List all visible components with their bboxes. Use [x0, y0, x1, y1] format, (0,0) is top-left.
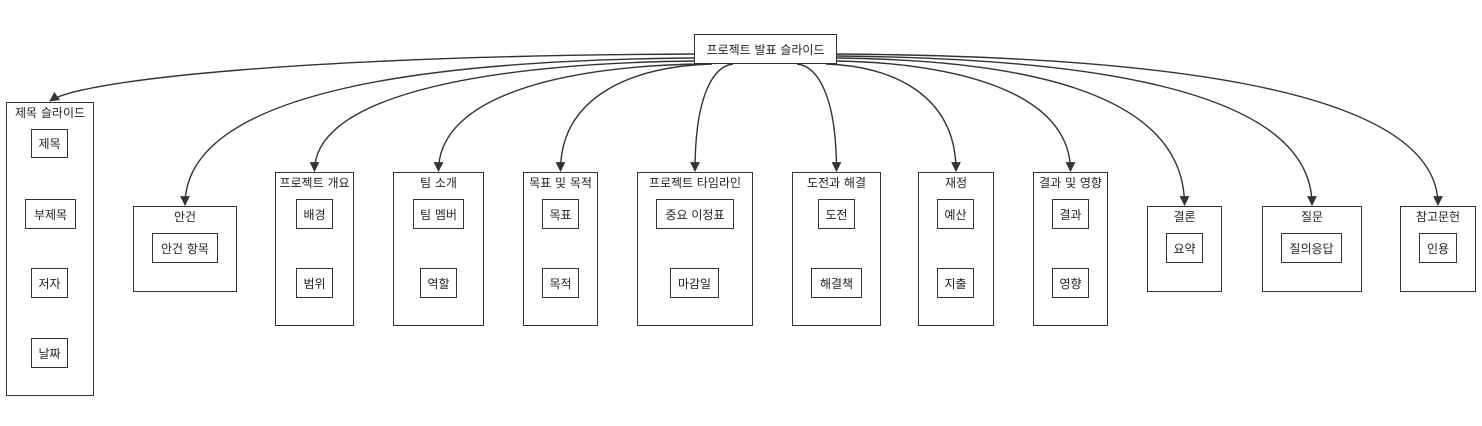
item-node: 목표: [542, 199, 579, 229]
item-node: 예산: [937, 199, 974, 229]
edge-root-to-group-4: [555, 63, 713, 172]
group-6: 도전과 해결: [792, 172, 881, 326]
group-title: 제목 슬라이드: [14, 106, 86, 120]
group-7: 재정: [918, 172, 994, 326]
item-node: 결과: [1052, 199, 1089, 229]
group-title: 팀 소개: [420, 176, 457, 190]
item-node: 제목: [31, 129, 68, 158]
item-node: 질의응답: [1281, 233, 1342, 263]
item-node: 인용: [1419, 233, 1457, 263]
group-9: 결론: [1147, 206, 1222, 292]
edge-root-to-group-6: [796, 63, 842, 172]
item-node: 해결책: [811, 268, 862, 298]
item-node: 역할: [420, 268, 457, 298]
edge-root-to-group-5: [690, 63, 734, 172]
item-node: 팀 멤버: [413, 199, 464, 229]
group-2: 프로젝트 개요: [275, 172, 354, 326]
root-node: 프로젝트 발표 슬라이드: [694, 34, 837, 64]
edge-root-to-group-0: [49, 53, 695, 102]
group-title: 질문: [1300, 210, 1324, 224]
group-title: 안건: [173, 210, 197, 224]
item-node: 범위: [296, 268, 333, 298]
item-node: 영향: [1052, 268, 1089, 298]
item-node: 목적: [542, 268, 579, 298]
group-title: 프로젝트 개요: [279, 176, 350, 190]
edge-root-to-group-8: [836, 60, 1076, 172]
item-node: 요약: [1166, 233, 1203, 263]
edge-root-to-group-10: [836, 55, 1317, 206]
group-4: 목표 및 목적: [523, 172, 598, 326]
group-title: 참고문헌: [1415, 210, 1461, 224]
root-label: 프로젝트 발표 슬라이드: [706, 42, 825, 57]
group-title: 결과 및 영향: [1039, 176, 1102, 190]
item-node: 도전: [818, 199, 855, 229]
item-node: 부제목: [25, 199, 76, 229]
group-title: 목표 및 목적: [529, 176, 592, 190]
item-node: 안건 항목: [152, 233, 218, 263]
item-node: 중요 이정표: [656, 199, 734, 229]
item-node: 날짜: [31, 338, 68, 368]
item-node: 지출: [937, 268, 974, 298]
edge-root-to-group-2: [309, 60, 695, 172]
group-title: 결론: [1173, 210, 1196, 224]
edge-root-to-group-11: [836, 53, 1443, 206]
edge-root-to-group-1: [180, 57, 695, 206]
edge-root-to-group-9: [836, 57, 1190, 206]
item-node: 배경: [296, 199, 333, 229]
group-5: 프로젝트 타임라인: [637, 172, 753, 326]
group-title: 재정: [944, 176, 968, 190]
group-title: 도전과 해결: [806, 176, 866, 190]
item-node: 마감일: [670, 268, 719, 298]
item-node: 저자: [31, 268, 68, 298]
group-8: 결과 및 영향: [1033, 172, 1108, 326]
group-title: 프로젝트 타임라인: [648, 176, 742, 190]
edge-root-to-group-7: [825, 63, 961, 172]
group-3: 팀 소개: [393, 172, 484, 326]
edge-root-to-group-3: [433, 63, 701, 172]
